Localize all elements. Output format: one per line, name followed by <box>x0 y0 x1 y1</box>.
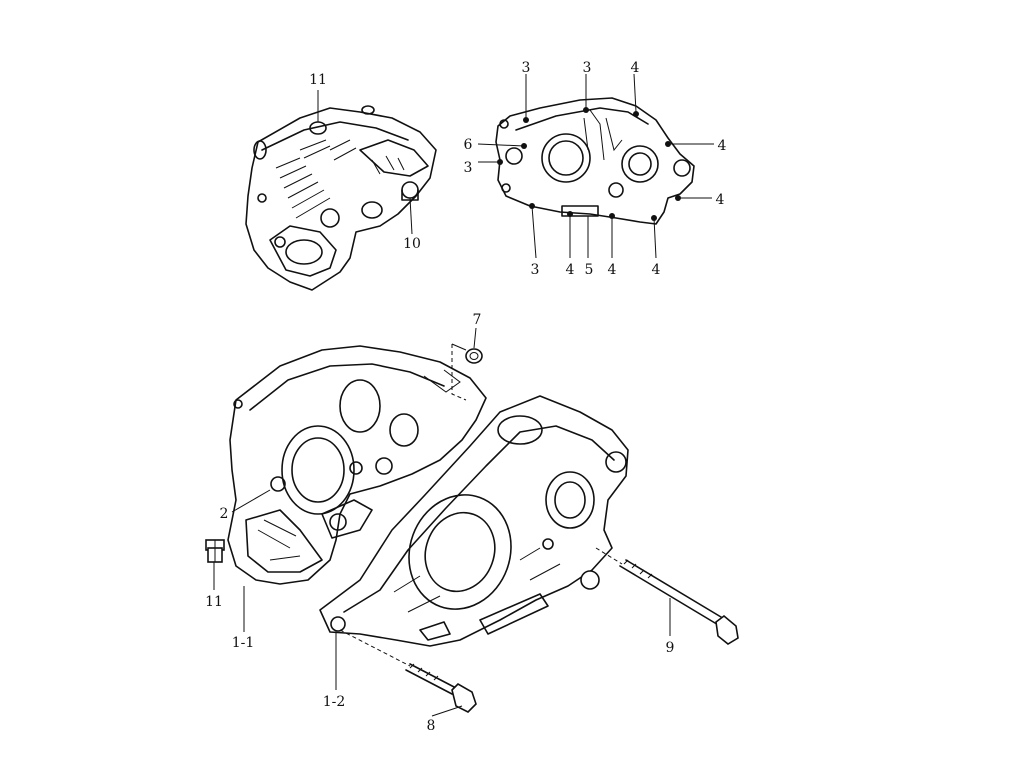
crankcase-assembly <box>227 345 629 647</box>
callout-label: 1-1 <box>232 635 255 651</box>
callout-label: 5 <box>585 262 594 278</box>
callout-label: 9 <box>666 640 675 656</box>
callout-label: 3 <box>464 160 473 176</box>
bolt-long-8 <box>339 629 477 717</box>
callout-label: 1-2 <box>323 694 346 710</box>
callout-label: 2 <box>220 506 229 522</box>
crankcase-cover-view-left <box>245 90 437 291</box>
callout-label: 10 <box>403 236 421 252</box>
leader-2 <box>231 489 271 513</box>
callout-label: 3 <box>522 60 531 76</box>
callout-label: 8 <box>427 718 436 734</box>
callout-label: 3 <box>583 60 592 76</box>
callout-label: 4 <box>566 262 575 278</box>
callout-label: 4 <box>652 262 661 278</box>
plug-nut <box>205 539 225 590</box>
callout-label: 4 <box>631 60 640 76</box>
callout-label: 4 <box>716 192 725 208</box>
bolt-long-9 <box>595 547 739 645</box>
callout-label: 11 <box>309 72 327 88</box>
crankcase-cover-view-right <box>477 73 714 259</box>
callout-label: 4 <box>718 138 727 154</box>
callout-label: 6 <box>464 137 473 153</box>
callout-label: 3 <box>531 262 540 278</box>
callout-label: 11 <box>205 594 223 610</box>
callout-label: 4 <box>608 262 617 278</box>
callout-label: 7 <box>473 312 482 328</box>
o-ring <box>451 327 483 401</box>
